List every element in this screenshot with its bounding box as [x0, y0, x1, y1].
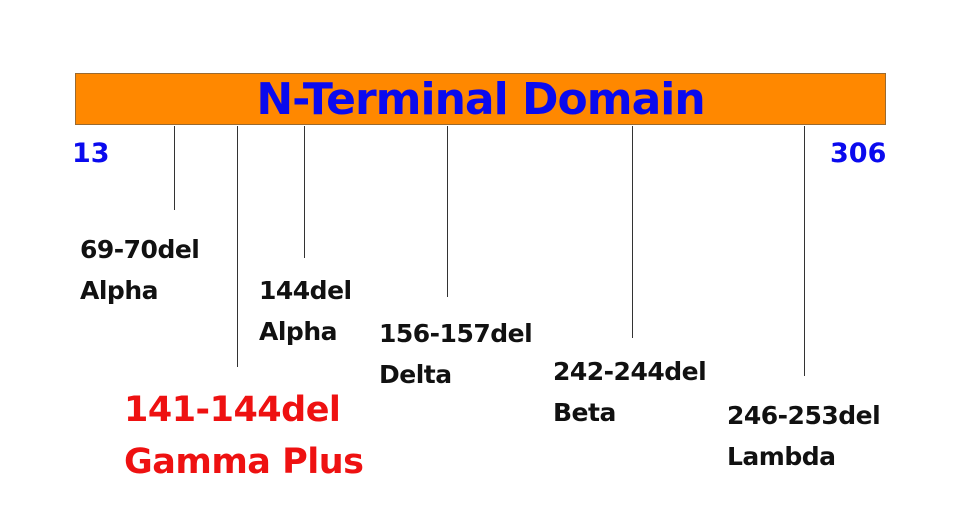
marker-line-242-244del	[632, 126, 633, 338]
variant-name: Gamma Plus	[124, 442, 364, 482]
domain-title: N-Terminal Domain	[256, 73, 705, 125]
end-position: 306	[830, 138, 887, 169]
mutation-position: 246-253del	[727, 401, 881, 430]
marker-line-246-253del	[804, 126, 805, 376]
marker-line-144del	[304, 126, 305, 258]
marker-line-156-157del	[447, 126, 448, 297]
start-position: 13	[72, 138, 110, 169]
variant-name: Alpha	[259, 317, 337, 346]
variant-name: Beta	[553, 398, 616, 427]
variant-name: Alpha	[80, 276, 158, 305]
marker-line-69-70del	[174, 126, 175, 210]
marker-line-141-144del	[237, 126, 238, 367]
n-terminal-domain-bar: N-Terminal Domain	[75, 73, 886, 125]
variant-name: Lambda	[727, 442, 836, 471]
mutation-position: 156-157del	[379, 319, 533, 348]
mutation-position: 242-244del	[553, 357, 707, 386]
variant-name: Delta	[379, 360, 452, 389]
mutation-position: 141-144del	[124, 390, 341, 430]
mutation-position: 69-70del	[80, 235, 200, 264]
mutation-position: 144del	[259, 276, 352, 305]
